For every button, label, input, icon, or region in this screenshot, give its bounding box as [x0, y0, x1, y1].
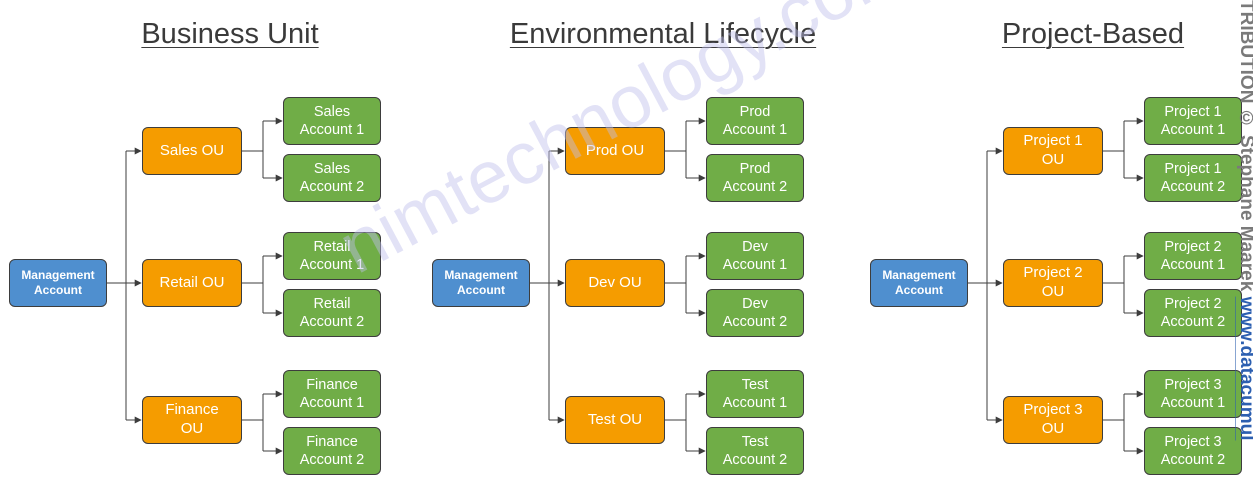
account-box-3-2-1: Project 2 Account 1 — [1144, 232, 1242, 280]
account-box-3-2-2-label: Project 2 Account 2 — [1160, 295, 1226, 330]
account-box-3-3-2: Project 3 Account 2 — [1144, 427, 1242, 475]
account-box-2-2-1: Dev Account 1 — [706, 232, 804, 280]
management-account-1: Management Account — [9, 259, 107, 307]
account-box-1-3-2-label: Finance Account 2 — [299, 433, 365, 468]
management-account-2: Management Account — [432, 259, 530, 307]
ou-box-3-2: Project 2 OU — [1003, 259, 1103, 307]
account-box-2-2-2: Dev Account 2 — [706, 289, 804, 337]
account-box-2-2-1-label: Dev Account 1 — [722, 238, 788, 273]
account-box-1-3-1: Finance Account 1 — [283, 370, 381, 418]
ou-box-3-3-label: Project 3 OU — [1023, 401, 1083, 437]
side-credit: TRIBUTION © Stephane Maarek www.datacumu… — [1235, 0, 1253, 490]
ou-box-3-3: Project 3 OU — [1003, 396, 1103, 444]
ou-box-1-3: Finance OU — [142, 396, 242, 444]
account-box-1-3-1-label: Finance Account 1 — [299, 376, 365, 411]
ou-box-1-1-label: Sales OU — [159, 141, 225, 159]
management-account-3: Management Account — [870, 259, 968, 307]
account-box-2-3-2: Test Account 2 — [706, 427, 804, 475]
account-box-2-2-2-label: Dev Account 2 — [722, 295, 788, 330]
ou-box-3-2-label: Project 2 OU — [1023, 264, 1083, 300]
account-box-3-3-1-label: Project 3 Account 1 — [1160, 376, 1226, 411]
account-box-2-1-1-label: Prod Account 1 — [722, 103, 788, 138]
account-box-1-3-2: Finance Account 2 — [283, 427, 381, 475]
account-box-1-1-1-label: Sales Account 1 — [299, 103, 365, 138]
account-box-1-2-1-label: Retail Account 1 — [299, 238, 365, 273]
ou-box-1-3-label: Finance OU — [165, 401, 219, 437]
account-box-1-1-1: Sales Account 1 — [283, 97, 381, 145]
ou-box-2-3-label: Test OU — [587, 410, 643, 428]
account-box-3-3-2-label: Project 3 Account 2 — [1160, 433, 1226, 468]
ou-box-3-1-label: Project 1 OU — [1023, 132, 1083, 168]
management-account-3-label: Management Account — [882, 268, 956, 297]
ou-box-2-3: Test OU — [565, 396, 665, 444]
ou-box-3-1: Project 1 OU — [1003, 127, 1103, 175]
account-box-2-3-2-label: Test Account 2 — [722, 433, 788, 468]
account-box-3-3-1: Project 3 Account 1 — [1144, 370, 1242, 418]
title-project-based: Project-Based — [1001, 18, 1185, 50]
account-box-2-3-1-label: Test Account 1 — [722, 376, 788, 411]
ou-box-1-2-label: Retail OU — [159, 273, 225, 291]
management-account-2-label: Management Account — [444, 268, 518, 297]
account-box-2-1-2-label: Prod Account 2 — [722, 160, 788, 195]
account-box-3-1-1: Project 1 Account 1 — [1144, 97, 1242, 145]
side-credit-text: TRIBUTION © Stephane Maarek — [1236, 0, 1253, 292]
ou-box-2-2: Dev OU — [565, 259, 665, 307]
ou-box-2-1-label: Prod OU — [585, 141, 645, 159]
ou-box-1-2: Retail OU — [142, 259, 242, 307]
ou-box-2-1: Prod OU — [565, 127, 665, 175]
account-box-2-1-1: Prod Account 1 — [706, 97, 804, 145]
account-box-2-3-1: Test Account 1 — [706, 370, 804, 418]
account-box-3-2-2: Project 2 Account 2 — [1144, 289, 1242, 337]
management-account-1-label: Management Account — [21, 268, 95, 297]
ou-box-2-2-label: Dev OU — [588, 273, 642, 291]
account-box-1-1-2: Sales Account 2 — [283, 154, 381, 202]
account-box-3-1-1-label: Project 1 Account 1 — [1160, 103, 1226, 138]
account-box-3-1-2: Project 1 Account 2 — [1144, 154, 1242, 202]
account-box-1-2-2-label: Retail Account 2 — [299, 295, 365, 330]
ou-box-1-1: Sales OU — [142, 127, 242, 175]
account-box-3-2-1-label: Project 2 Account 1 — [1160, 238, 1226, 273]
account-box-2-1-2: Prod Account 2 — [706, 154, 804, 202]
side-credit-link[interactable]: www.datacumul — [1236, 296, 1253, 441]
title-business-unit: Business Unit — [141, 18, 319, 50]
account-box-1-2-1: Retail Account 1 — [283, 232, 381, 280]
account-box-1-1-2-label: Sales Account 2 — [299, 160, 365, 195]
title-environmental-lifecycle: Environmental Lifecycle — [509, 18, 817, 50]
account-box-3-1-2-label: Project 1 Account 2 — [1160, 160, 1226, 195]
account-box-1-2-2: Retail Account 2 — [283, 289, 381, 337]
